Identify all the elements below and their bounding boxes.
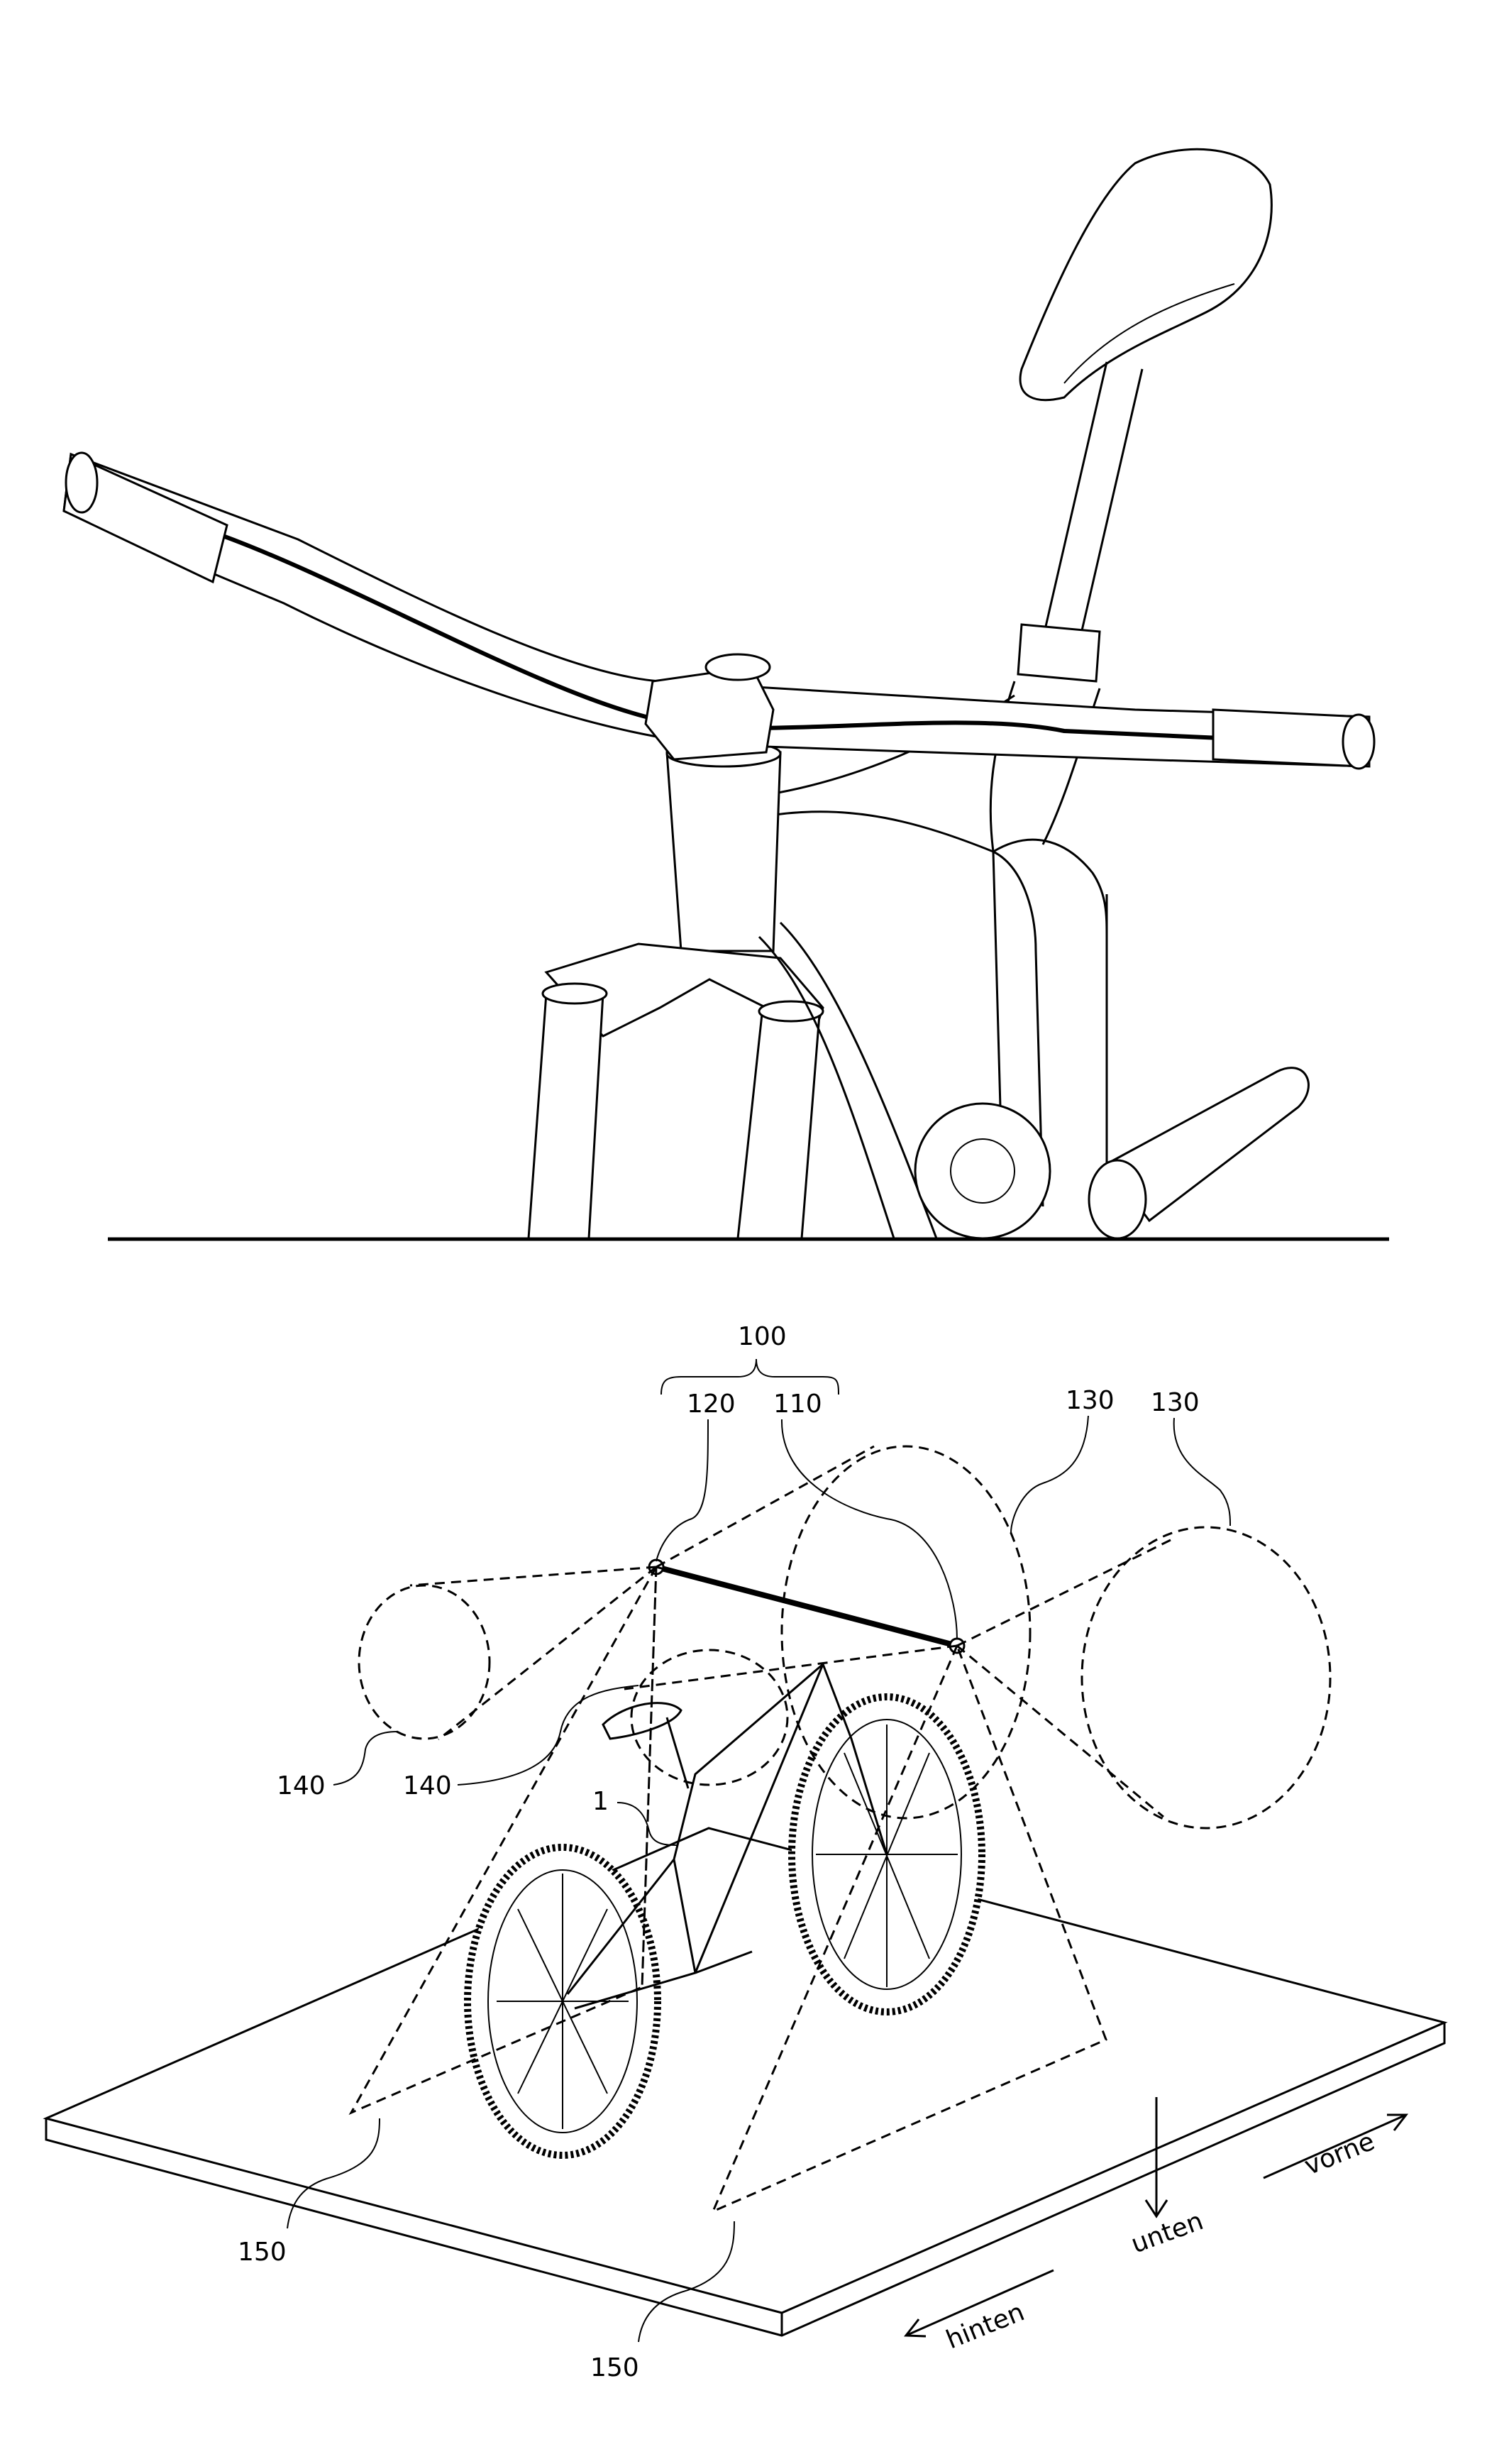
label-1: 1 bbox=[592, 1787, 609, 1816]
arrow-down bbox=[1144, 2097, 1168, 2218]
label-140-a: 140 bbox=[277, 1771, 326, 1800]
label-110: 110 bbox=[773, 1390, 822, 1419]
bike-frame bbox=[566, 1663, 888, 2010]
side-zone-inner bbox=[630, 1649, 789, 1786]
chainring bbox=[914, 1102, 1051, 1240]
label-100: 100 bbox=[738, 1322, 787, 1351]
label-150-b: 150 bbox=[590, 2353, 639, 2382]
detection-zone-right bbox=[1080, 1526, 1332, 1830]
crank-arm bbox=[1105, 1067, 1310, 1223]
saddle bbox=[602, 1702, 682, 1740]
label-130-b: 130 bbox=[1151, 1388, 1200, 1417]
arrow-front bbox=[1263, 2113, 1409, 2179]
fork-leg-right bbox=[736, 1006, 821, 1240]
detection-zone-middle bbox=[780, 1445, 1032, 1820]
seatpost bbox=[1041, 361, 1144, 647]
stem bbox=[644, 666, 775, 761]
handlebar-closeup-figure bbox=[62, 148, 1389, 1241]
label-150-a: 150 bbox=[238, 2238, 287, 2267]
saddle bbox=[1019, 148, 1273, 402]
label-unten: unten bbox=[1127, 2206, 1207, 2259]
arrow-rear bbox=[904, 2269, 1054, 2338]
label-140-b: 140 bbox=[403, 1771, 452, 1800]
system-overview-figure: 100 120 110 130 130 140 140 1 150 150 un… bbox=[43, 1322, 1448, 2382]
direction-arrows bbox=[904, 2097, 1409, 2338]
label-120: 120 bbox=[687, 1390, 736, 1419]
label-vorne: vorne bbox=[1300, 2127, 1378, 2181]
grip-end-right bbox=[1342, 713, 1376, 770]
sensor-beams bbox=[348, 1445, 1171, 2213]
label-130-a: 130 bbox=[1066, 1386, 1115, 1415]
fork-leg-left bbox=[527, 992, 604, 1240]
leader-lines bbox=[287, 1415, 1232, 2343]
head-tube bbox=[665, 751, 782, 952]
bicycle bbox=[464, 1663, 985, 2159]
brace bbox=[660, 1358, 839, 1395]
grip-right bbox=[1212, 708, 1364, 768]
grip-end-left bbox=[65, 451, 99, 514]
label-hinten: hinten bbox=[942, 2297, 1029, 2355]
